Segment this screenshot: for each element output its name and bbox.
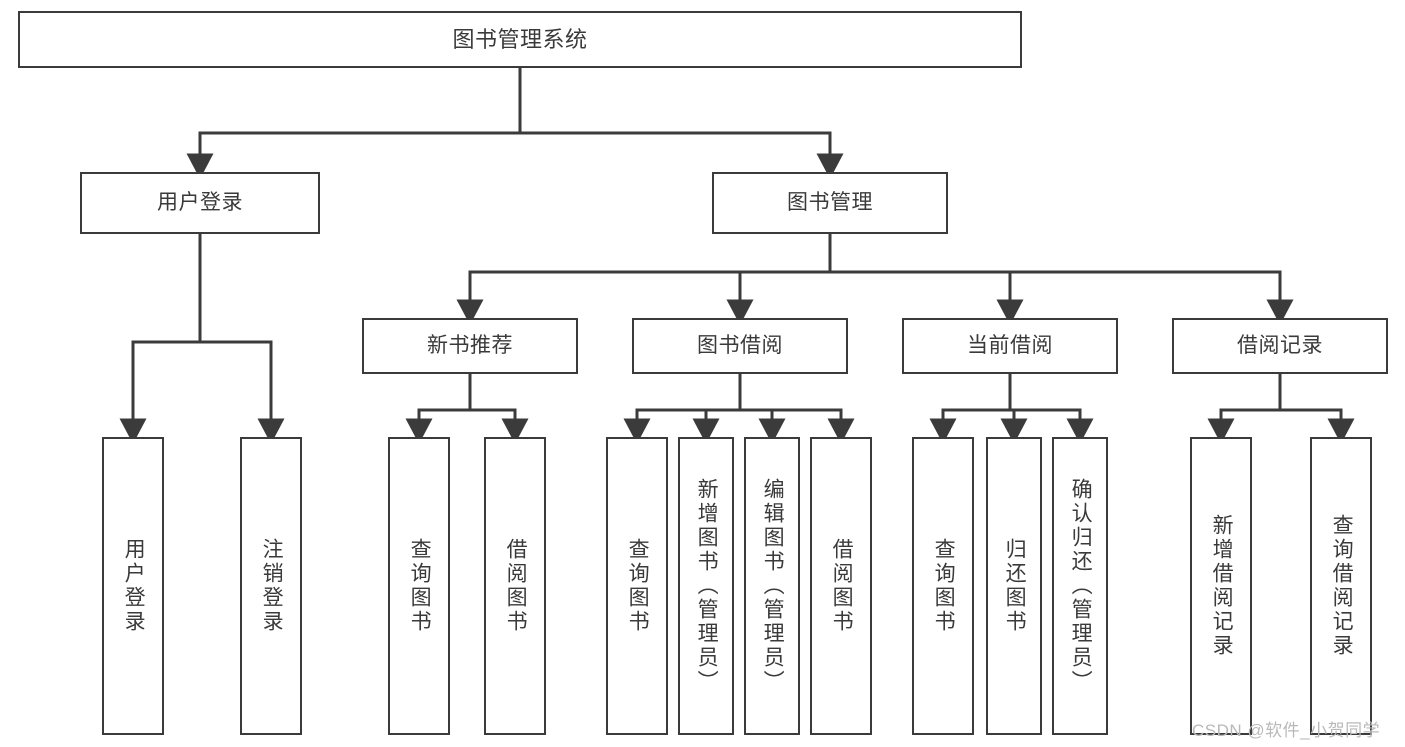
node-book-manage[interactable]: 图书管理 [712, 172, 948, 234]
node-leaf-user-logout-label: 注销登录 [260, 538, 284, 634]
node-leaf-query-book-1[interactable]: 查询图书 [388, 437, 450, 735]
node-current-borrow-label: 当前借阅 [967, 333, 1053, 357]
node-leaf-return-book-label: 归还图书 [1003, 538, 1027, 634]
node-borrow-record[interactable]: 借阅记录 [1172, 318, 1388, 374]
node-leaf-query-book-3-label: 查询图书 [932, 538, 956, 634]
node-leaf-query-book-2-label: 查询图书 [626, 538, 650, 634]
node-leaf-add-book[interactable]: 新增图书（管理员） [678, 437, 734, 735]
node-new-book-rec-label: 新书推荐 [427, 333, 513, 357]
node-root[interactable]: 图书管理系统 [18, 11, 1022, 68]
csdn-watermark: CSDN @软件_小贺同学 [1192, 721, 1381, 740]
node-leaf-query-book-1-label: 查询图书 [408, 538, 432, 634]
node-leaf-confirm-return[interactable]: 确认归还（管理员） [1052, 437, 1108, 735]
node-book-borrow[interactable]: 图书借阅 [632, 318, 848, 374]
node-leaf-edit-book-label: 编辑图书（管理员） [761, 478, 785, 694]
node-leaf-borrow-book-2-label: 借阅图书 [830, 538, 854, 634]
node-leaf-query-book-2[interactable]: 查询图书 [606, 437, 668, 735]
node-leaf-user-login[interactable]: 用户登录 [102, 437, 164, 735]
node-borrow-record-label: 借阅记录 [1237, 333, 1323, 357]
node-leaf-edit-book[interactable]: 编辑图书（管理员） [744, 437, 800, 735]
node-leaf-query-book-3[interactable]: 查询图书 [912, 437, 974, 735]
node-book-borrow-label: 图书借阅 [697, 333, 783, 357]
node-leaf-user-logout[interactable]: 注销登录 [240, 437, 302, 735]
node-leaf-add-book-label: 新增图书（管理员） [695, 478, 719, 694]
node-leaf-return-book[interactable]: 归还图书 [986, 437, 1042, 735]
node-book-manage-label: 图书管理 [787, 190, 873, 214]
node-current-borrow[interactable]: 当前借阅 [902, 318, 1118, 374]
node-leaf-add-record[interactable]: 新增借阅记录 [1190, 437, 1252, 735]
node-leaf-add-record-label: 新增借阅记录 [1210, 514, 1234, 658]
node-leaf-user-login-label: 用户登录 [122, 538, 146, 634]
node-root-label: 图书管理系统 [452, 26, 588, 52]
node-leaf-query-record[interactable]: 查询借阅记录 [1310, 437, 1372, 735]
node-leaf-confirm-return-label: 确认归还（管理员） [1069, 478, 1093, 694]
node-leaf-query-record-label: 查询借阅记录 [1330, 514, 1354, 658]
node-leaf-borrow-book-2[interactable]: 借阅图书 [810, 437, 872, 735]
node-user-login-label: 用户登录 [157, 190, 243, 214]
node-leaf-borrow-book-1-label: 借阅图书 [504, 538, 528, 634]
node-user-login[interactable]: 用户登录 [80, 172, 320, 234]
node-new-book-rec[interactable]: 新书推荐 [362, 318, 578, 374]
node-leaf-borrow-book-1[interactable]: 借阅图书 [484, 437, 546, 735]
